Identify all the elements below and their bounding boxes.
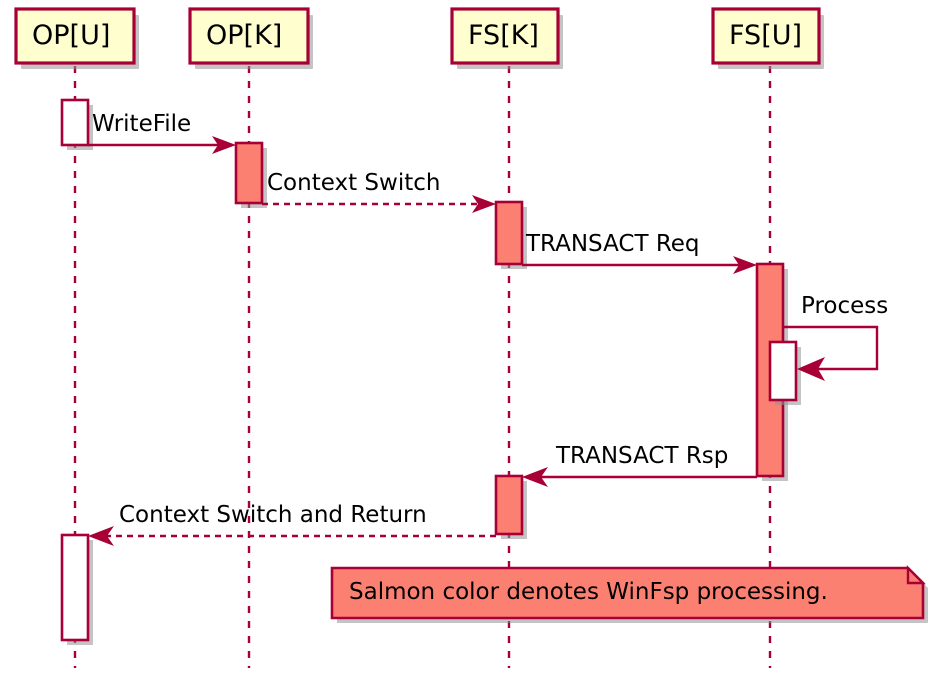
message-label-writefile: WriteFile	[92, 111, 192, 137]
activation-fs-u-nested	[768, 340, 798, 402]
message-label-context-switch: Context Switch	[267, 170, 441, 196]
message-label-context-switch-return: Context Switch and Return	[119, 502, 427, 528]
arrowhead-process	[797, 357, 825, 381]
participant-box-op-u[interactable]	[14, 7, 136, 65]
participant-label-op-k: OP[K]	[206, 20, 283, 51]
arrowhead-context-switch	[472, 195, 496, 213]
note-text: Salmon color denotes WinFsp processing.	[349, 579, 828, 605]
activation-op-u-1	[60, 98, 90, 147]
message-label-transact-req: TRANSACT Req	[526, 231, 700, 257]
note-group	[330, 565, 928, 623]
arrowhead-writefile	[212, 136, 236, 154]
note-box[interactable]	[330, 566, 925, 620]
activation-bars	[60, 98, 801, 645]
arrowhead-transact-req	[733, 256, 757, 274]
note-fold-corner	[906, 565, 926, 585]
participant-label-fs-u: FS[U]	[729, 20, 803, 51]
message-label-process: Process	[801, 293, 889, 319]
message-label-transact-rsp: TRANSACT Rsp	[556, 443, 729, 469]
participant-box-fs-k[interactable]	[450, 7, 560, 65]
message-line-process[interactable]	[783, 325, 879, 371]
activation-op-u-2	[60, 533, 90, 642]
activation-fs-k-1	[494, 200, 524, 266]
participant-label-op-u: OP[U]	[32, 20, 111, 51]
arrowhead-context-switch-return	[88, 526, 114, 546]
arrowhead-transact-rsp	[522, 467, 548, 487]
participant-box-fs-u[interactable]	[711, 7, 821, 65]
activation-op-k-1	[234, 141, 264, 205]
participant-headers	[14, 7, 824, 69]
participant-box-op-k[interactable]	[188, 7, 310, 65]
message-arrows	[88, 136, 879, 546]
participant-label-fs-k: FS[K]	[468, 20, 539, 51]
activation-fs-k-2	[494, 474, 524, 536]
